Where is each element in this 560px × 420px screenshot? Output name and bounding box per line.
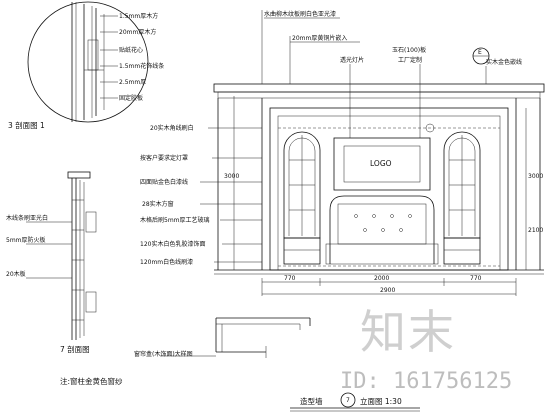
section-detail-post: 木线条刷亚光白 5mm厚防火板 20木板 7 剖面图 [6, 171, 97, 354]
section-detail-circle: 1.5mm厚木方 20mm厚木方 贴纸花心 1.5mm花饰线条 2.5mm厚 固… [8, 1, 164, 130]
watermark-brand: 知末 [360, 305, 456, 359]
dimensions: 770 2000 770 2900 3000 2100 3000 [224, 108, 543, 296]
section-a-leader: 1.5mm厚木方 [119, 12, 158, 20]
top-note: 20mm厚黄铜片嵌入 [292, 34, 347, 42]
elevation-note: 按客户要求定灯罩 [140, 154, 188, 162]
top-note: 实木金色嵌线 [486, 58, 522, 66]
section-a-caption: 3 剖面图 1 [8, 120, 45, 130]
title-number-circle [340, 392, 356, 408]
main-elevation: LOGO [213, 83, 545, 275]
top-note: 工厂定制 [398, 56, 422, 64]
panel-text: LOGO [370, 159, 392, 168]
callout-bubble-label: E [478, 49, 482, 56]
dim-height: 3000 [528, 173, 543, 180]
section-b-caption: 7 剖面图 [60, 344, 90, 354]
elevation-note: 120mm白色线刷漆 [140, 258, 193, 266]
dim-total: 2900 [380, 287, 395, 294]
elevation-note: 木格后刷5mm厚工艺玻璃 [140, 216, 210, 224]
elevation-note: 28实木方窗 [142, 200, 174, 208]
dim-part: 770 [284, 275, 296, 282]
section-a-leader: 1.5mm花饰线条 [119, 62, 164, 70]
title-suffix: 立面图 1:30 [360, 396, 402, 406]
watermark-id: ID: 161756125 [340, 369, 512, 394]
elevation-notes: 20实木角线刷白 按客户要求定灯罩 四面贴金色白漆线 28实木方窗 木格后刷5m… [140, 96, 262, 270]
title-name: 造型墙 [300, 396, 323, 406]
curtain-box-detail: 窗帘盒(木饰面)大样图 [134, 317, 311, 358]
top-note: 水曲柳木纹板刷白色亚光漆 [264, 10, 336, 18]
left-arched-window [283, 131, 321, 265]
section-b-leader: 5mm厚防火板 [6, 236, 46, 244]
title-number: 7 [346, 397, 350, 404]
dim-height: 3000 [224, 173, 239, 180]
dim-height: 2100 [528, 227, 543, 234]
section-a-leader: 贴纸花心 [119, 46, 143, 54]
section-a-leader: 20mm厚木方 [119, 28, 156, 36]
title-block: 造型墙 7 立面图 1:30 [290, 392, 420, 412]
top-note: 透光灯片 [340, 56, 364, 64]
footnote: 注:窗柱金黄色窗纱 [60, 376, 123, 386]
elevation-note: 20实木角线刷白 [150, 124, 194, 132]
dim-part: 2000 [374, 275, 389, 282]
top-note: 玉石(100)板 [392, 46, 426, 54]
top-notes: 水曲柳木纹板刷白色亚光漆 20mm厚黄铜片嵌入 透光灯片 玉石(100)板 工厂… [261, 10, 522, 138]
section-b-leader: 木线条刷亚光白 [6, 214, 48, 222]
section-b-leader: 20木板 [6, 270, 26, 278]
watermark: 知末 ID: 161756125 [340, 305, 512, 394]
elevation-note: 120实木白色乳胶漆饰面 [140, 240, 205, 248]
section-a-leader: 固定胶板 [119, 94, 143, 102]
dim-part: 770 [470, 275, 482, 282]
section-a-leader: 2.5mm厚 [119, 79, 146, 86]
curtain-box-label: 窗帘盒(木饰面)大样图 [134, 350, 193, 358]
right-arched-window [443, 131, 481, 265]
elevation-note: 四面贴金色白漆线 [140, 178, 188, 186]
